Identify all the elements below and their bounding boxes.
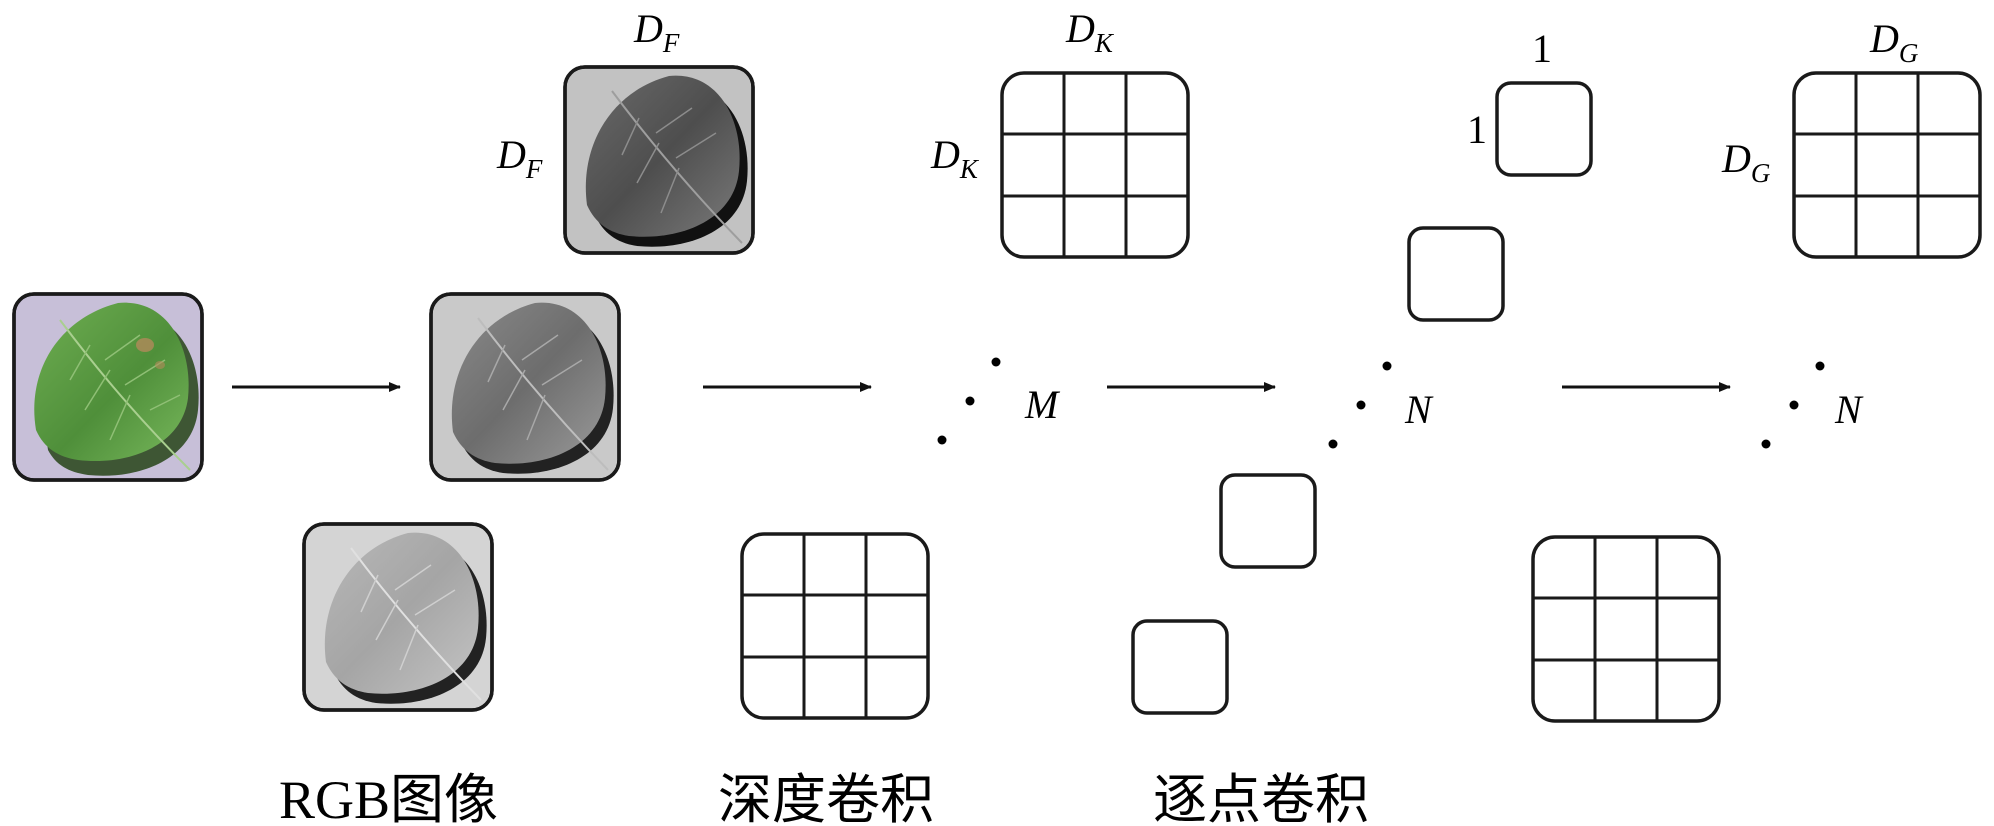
label-one-top: 1	[1532, 26, 1552, 71]
grayscale-leaf-image-mid	[429, 292, 621, 482]
depthwise-kernel-top	[1000, 71, 1190, 259]
label-n-output: N	[1834, 387, 1864, 432]
label-df-left: DF	[496, 132, 543, 184]
ellipsis-output	[1761, 361, 1825, 449]
label-dk-top: DK	[1065, 6, 1115, 58]
label-dg-top: DG	[1869, 16, 1918, 68]
output-feature-map-bottom	[1531, 535, 1721, 723]
grayscale-leaf-image-bottom	[302, 522, 494, 712]
pointwise-kernel-4	[1131, 619, 1229, 715]
ellipsis-depthwise	[937, 357, 1001, 445]
pointwise-kernel-3	[1219, 473, 1317, 569]
depthwise-kernel-bottom	[740, 532, 930, 720]
label-n-pointwise: N	[1404, 387, 1434, 432]
caption-depthwise-conv: 深度卷积	[718, 770, 934, 826]
label-one-left: 1	[1467, 107, 1487, 152]
grayscale-leaf-image-top	[563, 65, 755, 255]
leaf-grayscale-icon	[585, 75, 748, 247]
label-dk-left: DK	[930, 132, 980, 184]
label-df-top: DF	[633, 6, 680, 58]
ellipsis-pointwise	[1328, 361, 1392, 449]
label-dg-left: DG	[1721, 136, 1770, 188]
pointwise-kernel-2	[1407, 226, 1505, 322]
leaf-color-icon	[34, 302, 199, 476]
caption-pointwise-conv: 逐点卷积	[1153, 770, 1369, 826]
leaf-grayscale-icon	[324, 532, 487, 704]
rgb-leaf-image	[12, 292, 204, 482]
label-m: M	[1024, 382, 1061, 427]
output-feature-map-top	[1792, 71, 1982, 259]
pointwise-kernel-1	[1495, 81, 1593, 177]
caption-rgb-image: RGB图像	[279, 770, 498, 826]
leaf-grayscale-icon	[451, 302, 614, 474]
